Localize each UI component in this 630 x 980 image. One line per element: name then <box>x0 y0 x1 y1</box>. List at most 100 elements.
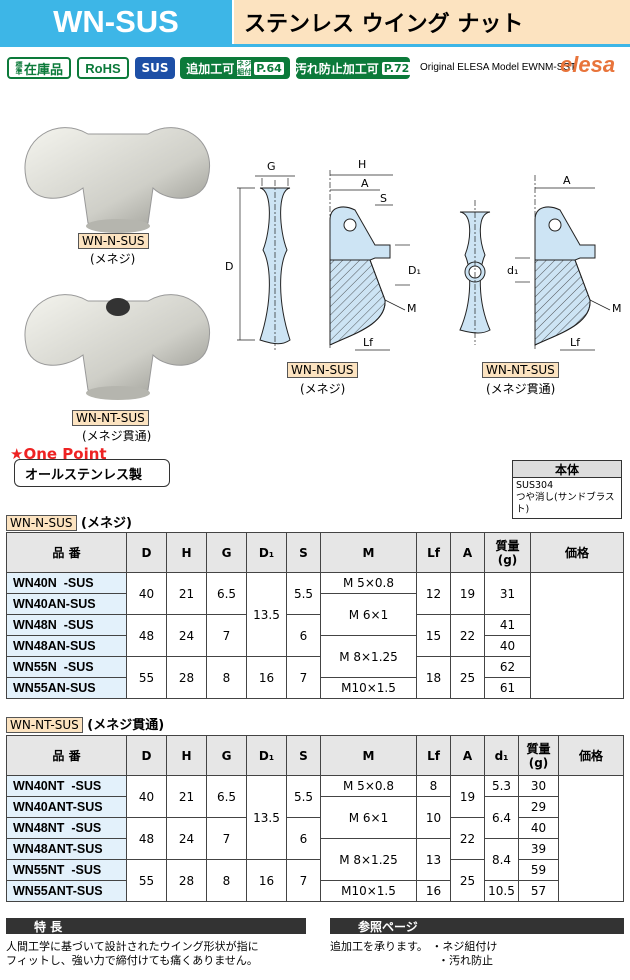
cell-a: 25 <box>450 859 485 902</box>
cell-m: M 5×0.8 <box>320 572 417 594</box>
cell-weight: 62 <box>484 656 531 678</box>
photo-nt-label: WN-NT-SUS <box>72 410 149 426</box>
cell-d1: 16 <box>246 656 287 699</box>
cell-lf: 12 <box>416 572 451 615</box>
photo-n-label: WN-N-SUS <box>78 233 149 249</box>
col-d: D <box>126 735 167 776</box>
cell-d: 48 <box>126 817 167 860</box>
photo-n-sub: (メネジ) <box>90 252 136 266</box>
col-d1: D₁ <box>246 532 287 573</box>
cell-lf: 8 <box>416 775 451 797</box>
table-row: WN55NT -SUS 55 28 8 16 7 25 59 <box>6 859 624 902</box>
col-a: A <box>450 735 485 776</box>
table2-header-row: 品 番 D H G D₁ S M Lf A d₁ 質量 (g) 価格 <box>6 735 624 776</box>
cell-m: M10×1.5 <box>320 880 417 902</box>
part-number: WN48ANT-SUS <box>6 838 127 860</box>
cell-lf: 13 <box>416 838 451 881</box>
part-number: WN48AN-SUS <box>6 635 127 657</box>
dim-s: S <box>380 192 387 205</box>
col-s: S <box>286 532 321 573</box>
col-price: 価格 <box>530 532 624 573</box>
cell-h: 28 <box>166 656 207 699</box>
cell-weight: 40 <box>518 817 559 839</box>
part-number: WN48N -SUS <box>6 614 127 636</box>
thread-label: ネジ組付 <box>237 60 252 76</box>
cell-a: 25 <box>450 656 485 699</box>
cell-weight: 30 <box>518 775 559 797</box>
part-number: WN55NT -SUS <box>6 859 127 881</box>
table-row: WN48NT -SUS 48 24 7 6 22 40 <box>6 817 624 860</box>
cell-D1: 16 <box>246 859 287 902</box>
col-price: 価格 <box>558 735 624 776</box>
cell-price <box>558 775 624 902</box>
part-number: WN40N -SUS <box>6 572 127 594</box>
table1-sub: (メネジ) <box>81 516 132 531</box>
refs-item1: ・ネジ組付け <box>431 940 498 953</box>
material-line2: つや消し(サンドブラスト) <box>516 492 615 515</box>
cell-small-d1: 6.4 <box>484 796 519 839</box>
cell-d: 48 <box>126 614 167 657</box>
spec-table-nt: 品 番 D H G D₁ S M Lf A d₁ 質量 (g) 価格 WN40N… <box>6 735 624 902</box>
one-point-text: オールステンレス製 <box>14 459 170 487</box>
product-code: WN-SUS <box>0 0 232 44</box>
dimension-drawing: G D H A S D₁ M Lf A d₁ M Lf <box>225 158 622 351</box>
table2-title: WN-NT-SUS (メネジ貫通) <box>6 714 164 733</box>
table-row: WN48ANT-SUS M 8×1.25 13 8.4 39 <box>6 838 624 881</box>
spec-table-n: 品 番 D H G D₁ S M Lf A 質量 (g) 価格 WN40N -S… <box>6 532 624 699</box>
cell-weight: 57 <box>518 880 559 902</box>
features-text: 人間工学に基づいて設計されたウイング形状が指に フィットし、強い力で締付けても痛… <box>6 940 259 968</box>
col-part: 品 番 <box>6 532 127 573</box>
table-row: WN55ANT-SUS M10×1.5 16 10.5 57 <box>6 880 624 902</box>
cell-small-d1: 8.4 <box>484 838 519 881</box>
cell-g: 8 <box>206 656 247 699</box>
col-lf: Lf <box>416 735 451 776</box>
col-g: G <box>206 735 247 776</box>
table-row: WN55AN-SUS M10×1.5 61 <box>6 677 624 699</box>
table-row: WN48N -SUS 48 24 7 6 15 22 41 <box>6 614 624 657</box>
part-number: WN55AN-SUS <box>6 677 127 699</box>
cell-m: M 8×1.25 <box>320 838 417 881</box>
dim-d: D <box>225 260 233 273</box>
material-title: 本体 <box>513 461 621 478</box>
cell-h: 21 <box>166 572 207 615</box>
table1-label: WN-N-SUS <box>6 515 77 531</box>
refs-title: 参照ページ <box>330 918 624 934</box>
col-m: M <box>320 735 417 776</box>
cell-small-d1: 5.3 <box>484 775 519 797</box>
col-s: S <box>286 735 321 776</box>
cell-d: 40 <box>126 775 167 818</box>
part-number: WN40NT -SUS <box>6 775 127 797</box>
cell-D1: 13.5 <box>246 775 287 860</box>
cell-m: M10×1.5 <box>320 677 417 699</box>
col-d: D <box>126 532 167 573</box>
cell-small-d1: 10.5 <box>484 880 519 902</box>
table-row: WN40N -SUS 40 21 6.5 13.5 5.5 M 5×0.8 12… <box>6 572 624 699</box>
cell-m: M 5×0.8 <box>320 775 417 797</box>
cell-a: 22 <box>450 614 485 657</box>
cell-s: 7 <box>286 656 321 699</box>
features-line1: 人間工学に基づいて設計されたウイング形状が指に <box>6 940 259 953</box>
cell-weight: 61 <box>484 677 531 699</box>
dim-m2: M <box>612 302 622 315</box>
cell-g: 8 <box>206 859 247 902</box>
cell-d: 40 <box>126 572 167 615</box>
page-title: ステンレス ウイング ナット <box>234 0 630 44</box>
cell-g: 6.5 <box>206 775 247 818</box>
table-row: WN55N -SUS 55 28 8 16 7 18 25 62 <box>6 656 624 699</box>
col-h: H <box>166 735 207 776</box>
page-ref-72: P.72 <box>381 61 412 75</box>
cell-a: 19 <box>450 572 485 615</box>
photo-nt-sub: (メネジ貫通) <box>82 429 152 443</box>
cell-s: 7 <box>286 859 321 902</box>
part-number: WN55ANT-SUS <box>6 880 127 902</box>
cell-lf: 18 <box>416 656 451 699</box>
drawing-n-label: WN-N-SUS <box>287 362 358 378</box>
col-lf: Lf <box>416 532 451 573</box>
dim-lf2: Lf <box>570 336 581 349</box>
cell-d1: 13.5 <box>246 572 287 657</box>
cell-h: 24 <box>166 614 207 657</box>
cell-lf: 15 <box>416 614 451 657</box>
cell-s: 6 <box>286 817 321 860</box>
cell-s: 5.5 <box>286 572 321 615</box>
cell-weight: 39 <box>518 838 559 860</box>
